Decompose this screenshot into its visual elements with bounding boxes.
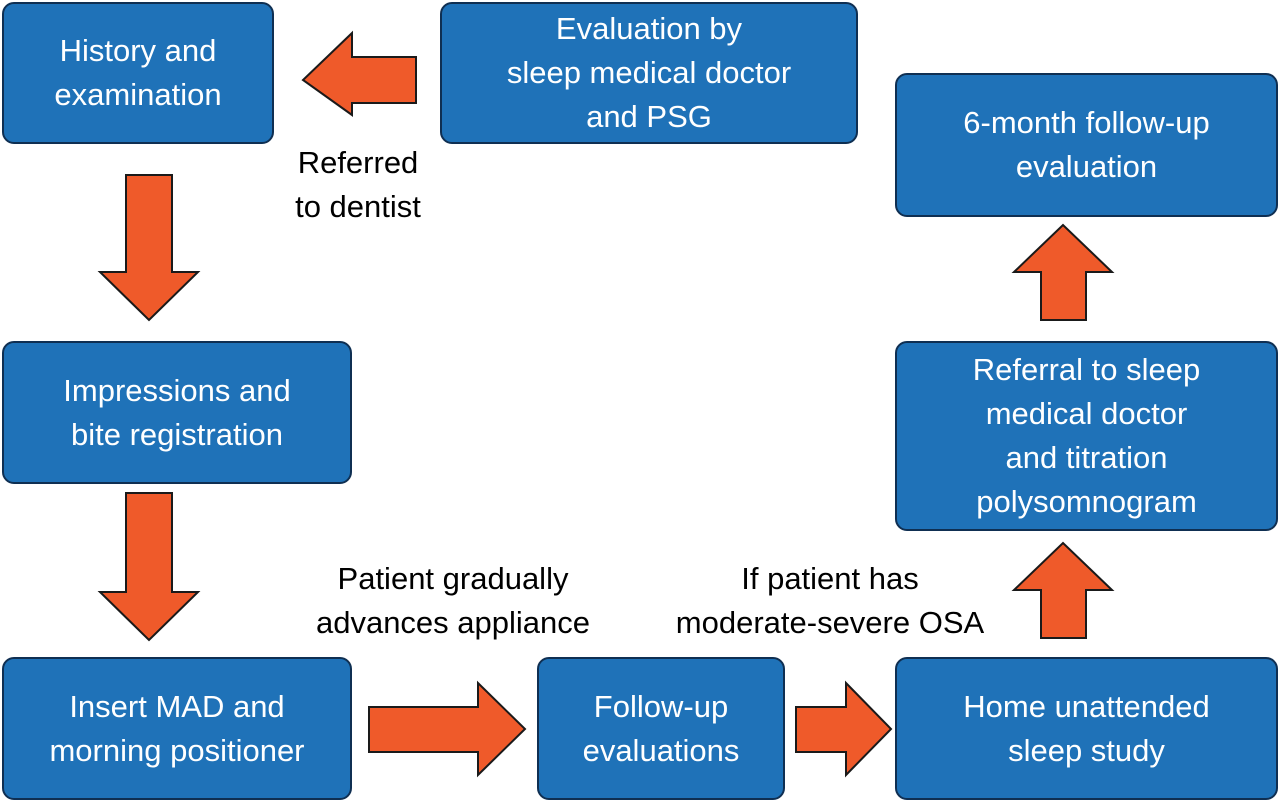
box-six-month-follow-up: 6-month follow-up evaluation bbox=[895, 73, 1278, 217]
box-follow-up-evaluations: Follow-up evaluations bbox=[537, 657, 785, 800]
box-history-examination: History and examination bbox=[2, 2, 274, 144]
box-home-sleep-study: Home unattended sleep study bbox=[895, 657, 1278, 800]
arrow-impressions-to-insert-mad bbox=[97, 492, 201, 642]
box-referral-titration: Referral to sleep medical doctor and tit… bbox=[895, 341, 1278, 531]
arrow-insert-mad-to-follow-up bbox=[368, 680, 527, 778]
label-patient-advances-appliance: Patient gradually advances appliance bbox=[315, 561, 591, 640]
arrow-home-study-to-referral bbox=[1011, 541, 1115, 639]
box-insert-mad: Insert MAD and morning positioner bbox=[2, 657, 352, 800]
arrow-referral-to-six-month bbox=[1011, 223, 1115, 321]
box-evaluation-sleep-doctor: Evaluation by sleep medical doctor and P… bbox=[440, 2, 858, 144]
label-moderate-severe-osa: If patient has moderate-severe OSA bbox=[675, 561, 985, 640]
box-impressions-bite-registration: Impressions and bite registration bbox=[2, 341, 352, 484]
label-referred-to-dentist: Referred to dentist bbox=[295, 145, 421, 224]
arrow-history-to-impressions bbox=[97, 174, 201, 322]
arrow-follow-up-to-home-study bbox=[795, 680, 893, 778]
arrow-evaluation-to-history bbox=[301, 30, 417, 117]
